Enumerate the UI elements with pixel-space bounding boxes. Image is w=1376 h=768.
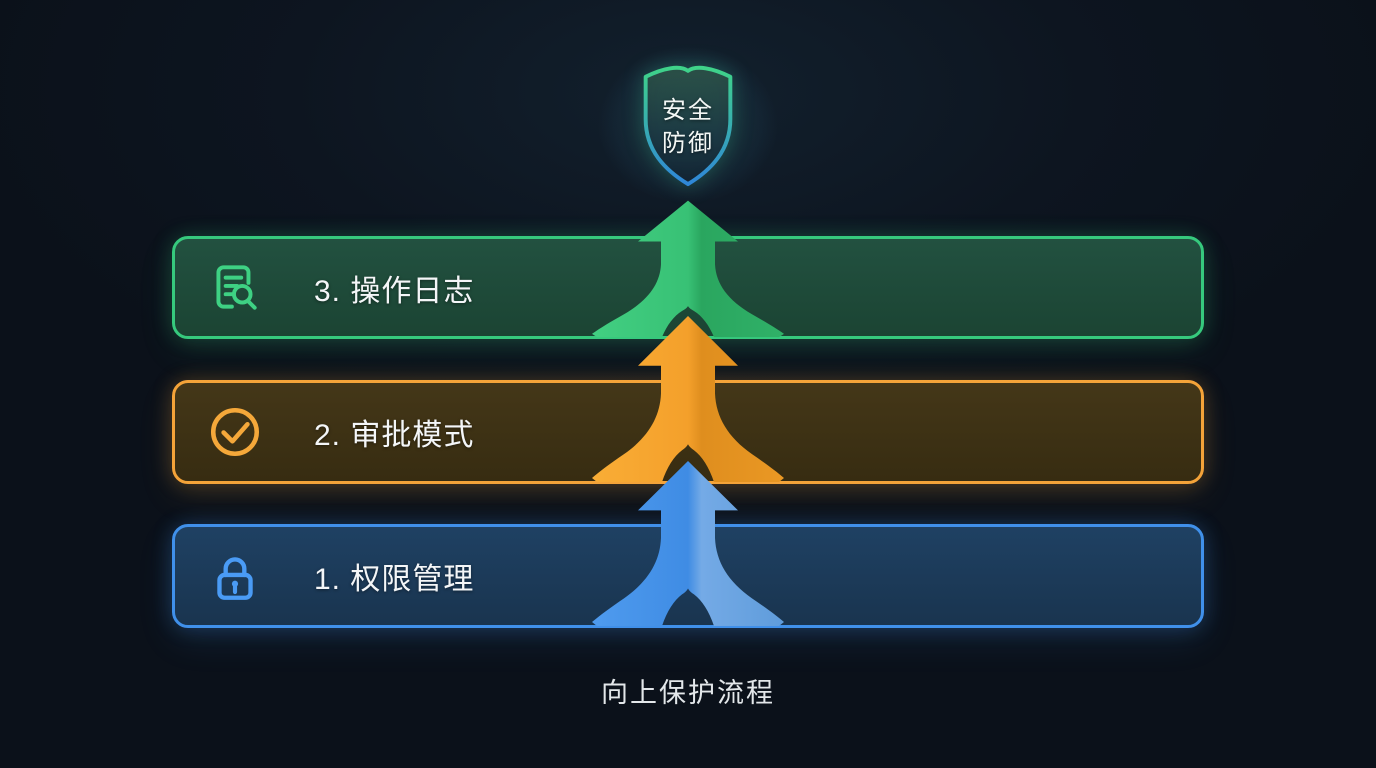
diagram-caption: 向上保护流程	[601, 678, 775, 708]
log-search-icon	[216, 264, 257, 310]
level-label-operation-logs: 3. 操作日志	[314, 274, 475, 308]
level-label-permission-management: 1. 权限管理	[314, 563, 475, 596]
up-arrow-orange	[592, 315, 784, 483]
up-arrow-green	[592, 200, 784, 338]
up-arrow-blue	[592, 460, 784, 627]
check-circle-icon	[210, 407, 260, 457]
shield-title-line1: 安全	[662, 97, 714, 124]
lock-icon	[217, 557, 253, 600]
level-label-approval-mode: 2. 审批模式	[314, 419, 475, 452]
shield-icon	[643, 65, 733, 187]
shield-title-line2: 防御	[662, 130, 714, 157]
shield-title: 安全 防御	[630, 94, 746, 160]
